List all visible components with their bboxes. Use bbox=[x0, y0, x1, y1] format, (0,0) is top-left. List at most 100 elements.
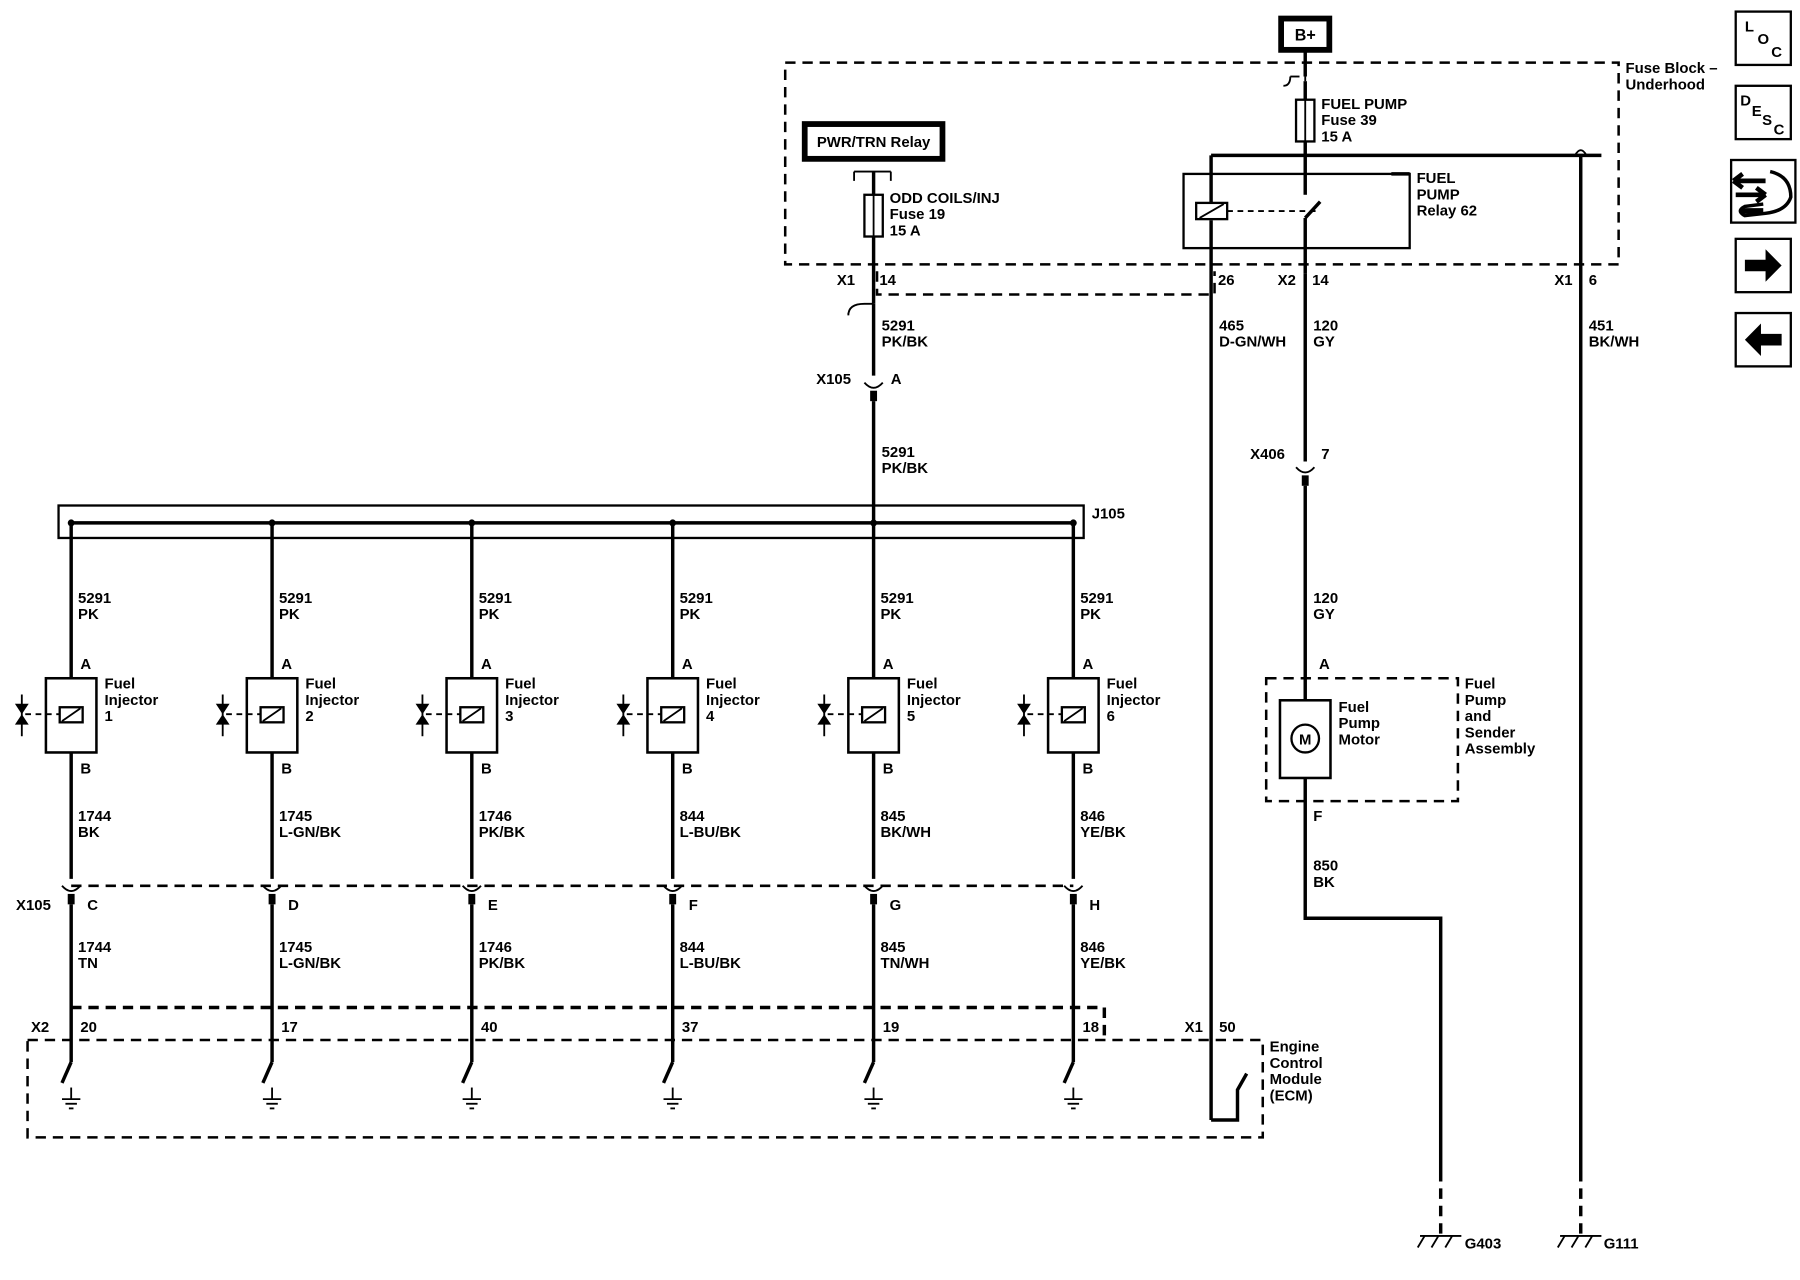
ecm-pin: 17 bbox=[281, 1019, 298, 1036]
w465-color: D-GN/WH bbox=[1219, 334, 1286, 351]
previous-page-button[interactable] bbox=[1734, 311, 1792, 368]
injector-label-line3: 3 bbox=[505, 708, 513, 725]
injector-label-line3: 2 bbox=[305, 708, 313, 725]
injector-supply-circuit: 5291 bbox=[279, 590, 312, 607]
fuel-pump-relay-62: FUEL PUMP Relay 62 bbox=[1182, 155, 1478, 274]
injector-supply-color: PK bbox=[479, 606, 500, 623]
fuse-39: FUEL PUMP Fuse 39 15 A bbox=[1294, 81, 1407, 156]
ecm-pin: 19 bbox=[883, 1019, 900, 1036]
ecm-feed-color: L-GN/BK bbox=[279, 955, 341, 972]
ecm-pin-50: 50 bbox=[1219, 1019, 1236, 1036]
injector-output-circuit: 1744 bbox=[78, 808, 112, 825]
fuel-pump-sender-assembly: M A Fuel Pump Motor Fuel Pump and Sender… bbox=[1264, 656, 1536, 803]
loc-letter-l: L bbox=[1745, 18, 1754, 35]
next-page-button[interactable] bbox=[1734, 237, 1792, 294]
relay-62-line1: FUEL bbox=[1417, 170, 1456, 187]
fuse-39-number: Fuse 39 bbox=[1321, 112, 1377, 129]
w850-circuit: 850 bbox=[1313, 858, 1338, 875]
g111-ground bbox=[1556, 1235, 1603, 1249]
w451-color: BK/WH bbox=[1589, 334, 1640, 351]
injector-pin-b: B bbox=[682, 760, 693, 777]
w5291-mid-color: PK/BK bbox=[882, 460, 929, 477]
pump-assembly-label-3: and bbox=[1465, 708, 1492, 725]
x105-pin: C bbox=[87, 897, 98, 914]
arrow-left-icon bbox=[1744, 323, 1782, 356]
w5291-top-color: PK/BK bbox=[882, 334, 929, 351]
ecm-x2-label: X2 bbox=[31, 1019, 49, 1036]
x105-top-pin: A bbox=[891, 371, 902, 388]
w120-top-color: GY bbox=[1313, 334, 1335, 351]
fuse-block-title: Fuse Block – bbox=[1626, 60, 1718, 77]
bplus-label: B+ bbox=[1295, 27, 1316, 45]
w5291-top-circuit: 5291 bbox=[882, 317, 915, 334]
fuel-injector-4: 5291PKAFuelInjector4B844L-BU/BKF844L-BU/… bbox=[615, 519, 760, 1110]
fuel-injector-3: 5291PKAFuelInjector3B1746PK/BKE1746PK/BK… bbox=[414, 519, 559, 1110]
fb-pin-26: 26 bbox=[1218, 272, 1235, 289]
engine-control-module: X2 X1 50 Engine Control Module (ECM) bbox=[26, 1005, 1323, 1139]
x406-name: X406 bbox=[1250, 446, 1285, 463]
injector-pin-a: A bbox=[80, 656, 91, 673]
x105-bottom-name: X105 bbox=[16, 897, 51, 914]
connector-wiring-icon bbox=[1732, 169, 1793, 218]
ecm-feed-circuit: 1746 bbox=[479, 939, 512, 956]
fuse-19: ODD COILS/INJ Fuse 19 15 A bbox=[853, 170, 1000, 239]
injector-pin-b: B bbox=[281, 760, 292, 777]
x105-pin: F bbox=[689, 897, 698, 914]
injector-label-line2: Injector bbox=[907, 692, 961, 709]
ecm-feed-circuit: 844 bbox=[680, 939, 706, 956]
fuse-block-underhood: Fuse Block – Underhood bbox=[783, 60, 1718, 266]
injector-label-line3: 5 bbox=[907, 708, 915, 725]
x105-pin: H bbox=[1089, 897, 1100, 914]
w465-circuit: 465 bbox=[1219, 317, 1244, 334]
w120-top-circuit: 120 bbox=[1313, 317, 1338, 334]
injector-pin-a: A bbox=[1083, 656, 1094, 673]
ecm-label-4: (ECM) bbox=[1270, 1087, 1313, 1104]
pump-assembly-label-4: Sender bbox=[1465, 724, 1516, 741]
x105-pin: E bbox=[488, 897, 498, 914]
fuse-19-name: ODD COILS/INJ bbox=[890, 190, 1000, 207]
loc-letter-c: C bbox=[1771, 44, 1782, 61]
connector-info-button[interactable] bbox=[1729, 158, 1797, 224]
injector-pin-b: B bbox=[80, 760, 91, 777]
ecm-pin: 20 bbox=[80, 1019, 97, 1036]
fuse-19-number: Fuse 19 bbox=[890, 206, 946, 223]
description-button[interactable]: D E S C bbox=[1734, 84, 1792, 141]
injector-label-line2: Injector bbox=[505, 692, 559, 709]
injector-output-circuit: 845 bbox=[880, 808, 905, 825]
ecm-label-3: Module bbox=[1270, 1071, 1322, 1088]
injector-pin-b: B bbox=[481, 760, 492, 777]
ecm-label-2: Control bbox=[1270, 1055, 1323, 1072]
injector-supply-color: PK bbox=[78, 606, 99, 623]
location-button[interactable]: L O C bbox=[1734, 10, 1792, 67]
injector-output-circuit: 1746 bbox=[479, 808, 512, 825]
loc-letter-o: O bbox=[1758, 31, 1770, 48]
ecm-feed-circuit: 1744 bbox=[78, 939, 112, 956]
injector-pin-a: A bbox=[481, 656, 492, 673]
pump-motor-symbol: M bbox=[1299, 731, 1311, 748]
pump-pin-f: F bbox=[1313, 808, 1322, 825]
injector-output-circuit: 844 bbox=[680, 808, 706, 825]
x406-pin: 7 bbox=[1321, 446, 1329, 463]
w850-color: BK bbox=[1313, 874, 1335, 891]
splice-j105: J105 bbox=[57, 504, 1125, 540]
injector-pin-a: A bbox=[281, 656, 292, 673]
desc-letter-c: C bbox=[1774, 121, 1785, 138]
pump-assembly-label-1: Fuel bbox=[1465, 676, 1496, 693]
injector-label-line2: Injector bbox=[104, 692, 158, 709]
ecm-x1-label: X1 bbox=[1185, 1019, 1203, 1036]
injector-supply-circuit: 5291 bbox=[479, 590, 512, 607]
injector-label-line3: 4 bbox=[706, 708, 715, 725]
w120-bot-circuit: 120 bbox=[1313, 590, 1338, 607]
w5291-mid-circuit: 5291 bbox=[882, 444, 915, 461]
injector-supply-color: PK bbox=[279, 606, 300, 623]
ecm-feed-circuit: 846 bbox=[1080, 939, 1105, 956]
injector-label-line3: 6 bbox=[1107, 708, 1115, 725]
fuse-39-rating: 15 A bbox=[1321, 128, 1352, 145]
ecm-feed-color: L-BU/BK bbox=[680, 955, 741, 972]
relay-62-line3: Relay 62 bbox=[1417, 203, 1478, 220]
w451-circuit: 451 bbox=[1589, 317, 1614, 334]
injector-supply-color: PK bbox=[1080, 606, 1101, 623]
pump-assembly-label-2: Pump bbox=[1465, 692, 1506, 709]
